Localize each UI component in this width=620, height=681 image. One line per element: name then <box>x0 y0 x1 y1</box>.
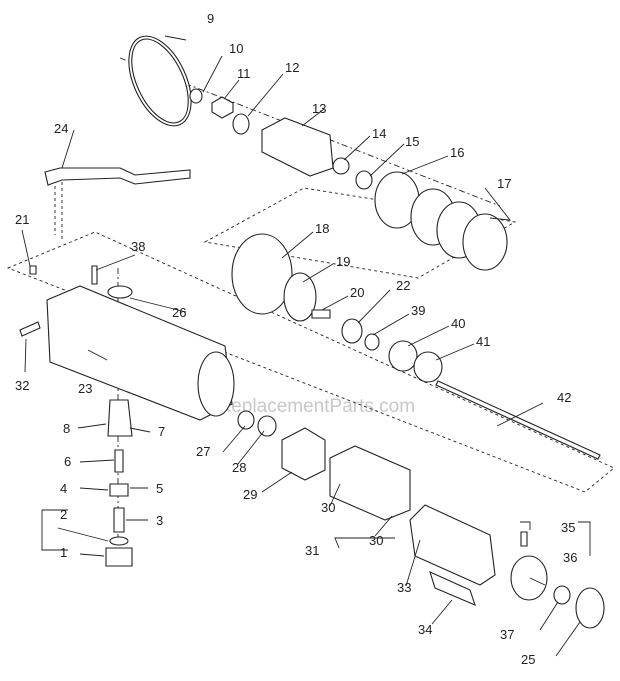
part-housing-23 <box>46 285 233 421</box>
part-cylinder-30 <box>329 445 411 521</box>
label-27: 27 <box>196 444 210 459</box>
part-cylinder-18 <box>231 233 293 315</box>
label-4: 4 <box>60 481 67 496</box>
label-17: 17 <box>497 176 511 191</box>
part-rod-42 <box>435 380 601 460</box>
label-33: 33 <box>397 580 411 595</box>
part-spring-3 <box>113 507 125 533</box>
label-5: 5 <box>156 481 163 496</box>
callout-labels: 1 2 3 4 5 6 7 8 9 10 11 12 13 14 15 16 1… <box>15 11 577 667</box>
label-30: 30 <box>321 500 335 515</box>
centerline-top <box>119 57 501 207</box>
label-42: 42 <box>557 390 571 405</box>
part-plug-1 <box>105 547 133 567</box>
label-8: 8 <box>63 421 70 436</box>
label-37: 37 <box>500 627 514 642</box>
assembly-outline-rear <box>6 231 615 493</box>
label-34: 34 <box>418 622 432 637</box>
part-spacer-17c <box>462 213 508 271</box>
part-spring-39 <box>364 333 380 351</box>
label-21: 21 <box>15 212 29 227</box>
part-bearing-27 <box>237 410 255 430</box>
part-screw-21 <box>29 265 37 275</box>
part-shaft-20 <box>311 309 331 319</box>
label-36: 36 <box>563 550 577 565</box>
part-oring-19 <box>283 272 317 322</box>
label-19: 19 <box>336 254 350 269</box>
label-10: 10 <box>229 41 243 56</box>
part-lever-24 <box>44 167 191 186</box>
label-32: 32 <box>15 378 29 393</box>
part-blade-34 <box>429 570 476 606</box>
label-29: 29 <box>243 487 257 502</box>
label-31: 31 <box>305 543 319 558</box>
label-24: 24 <box>54 121 68 136</box>
part-housing-13 <box>261 117 334 177</box>
label-23: 23 <box>78 381 92 396</box>
handle-dropline <box>54 180 63 240</box>
label-15: 15 <box>405 134 419 149</box>
label-2: 2 <box>60 507 67 522</box>
label-3: 3 <box>156 513 163 528</box>
label-20: 20 <box>350 285 364 300</box>
part-seat-4 <box>109 483 129 497</box>
label-13: 13 <box>312 101 326 116</box>
label-30b: 30 <box>369 533 383 548</box>
part-washer-10 <box>189 88 203 104</box>
label-26: 26 <box>172 305 186 320</box>
part-washer-40 <box>388 340 418 372</box>
part-shim-25 <box>575 587 605 629</box>
label-7: 7 <box>158 424 165 439</box>
label-18: 18 <box>315 221 329 236</box>
label-40: 40 <box>451 316 465 331</box>
label-35: 35 <box>561 520 575 535</box>
leader-lines <box>21 35 591 657</box>
part-stem-6 <box>114 449 124 473</box>
part-ring-15 <box>355 170 373 190</box>
label-16: 16 <box>450 145 464 160</box>
label-12: 12 <box>285 60 299 75</box>
label-6: 6 <box>64 454 71 469</box>
part-endplate-36 <box>510 555 548 601</box>
assembly-outline-spacers <box>203 187 517 279</box>
part-oring-26 <box>107 285 133 299</box>
label-14: 14 <box>372 126 386 141</box>
part-housing-23-mouth <box>197 351 235 417</box>
watermark: eReplacementParts.com <box>207 396 415 417</box>
label-39: 39 <box>411 303 425 318</box>
label-11: 11 <box>237 66 251 81</box>
part-pin-35 <box>520 531 528 547</box>
part-ring-9-inner <box>131 38 189 124</box>
part-bearing-28 <box>257 415 277 437</box>
part-valve-8 <box>107 399 133 437</box>
part-plate-41 <box>413 351 443 383</box>
part-endplate-29 <box>281 427 326 481</box>
label-41: 41 <box>476 334 490 349</box>
label-9: 9 <box>207 11 214 26</box>
part-seal-14 <box>332 157 350 175</box>
part-pin-38 <box>91 265 98 285</box>
part-screw-32 <box>19 321 41 337</box>
part-bearing-37 <box>553 585 571 605</box>
part-bearing-22 <box>341 318 363 344</box>
part-oring-2 <box>109 536 129 546</box>
part-rotor-33 <box>409 504 496 586</box>
label-38: 38 <box>131 239 145 254</box>
label-22: 22 <box>396 278 410 293</box>
label-1: 1 <box>60 545 67 560</box>
label-28: 28 <box>232 460 246 475</box>
part-bushing-11 <box>211 96 234 119</box>
label-25: 25 <box>521 652 535 667</box>
part-clip-12 <box>232 113 250 135</box>
